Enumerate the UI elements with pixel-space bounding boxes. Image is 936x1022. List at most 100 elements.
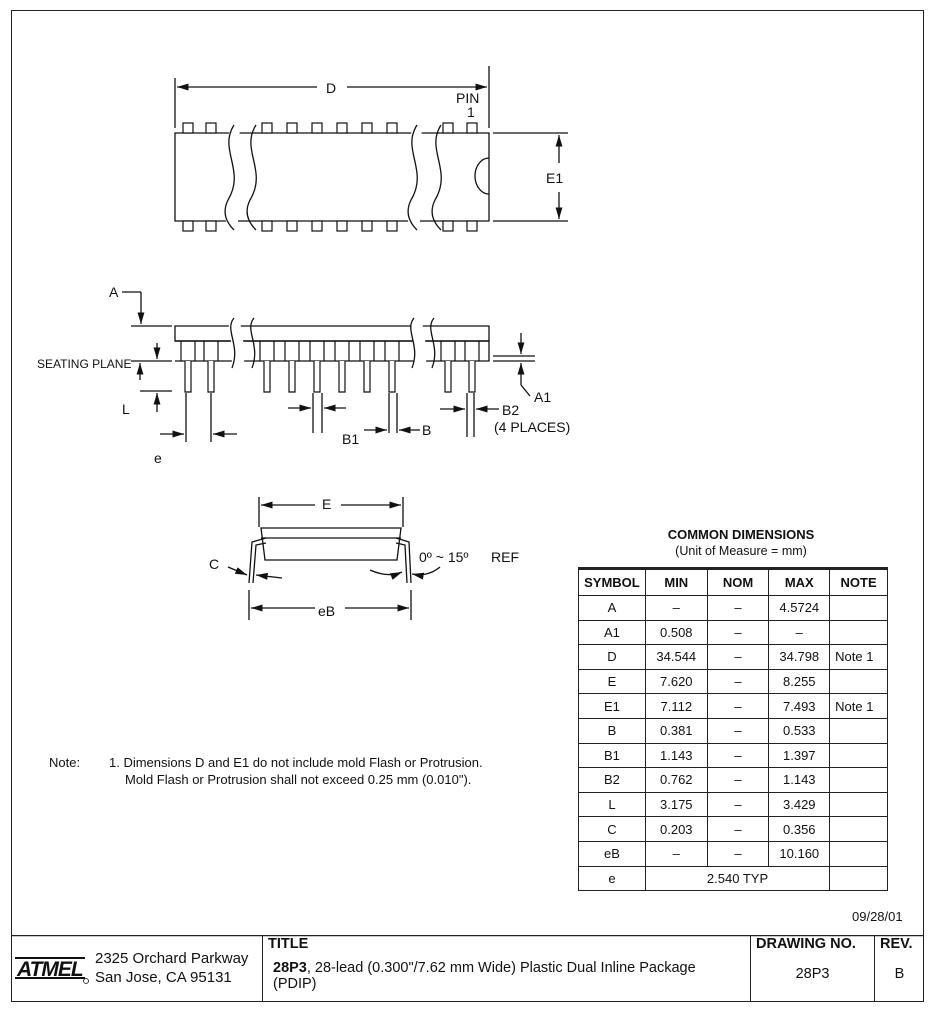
- cell-note: Note 1: [829, 693, 888, 719]
- cell-symbol: D: [578, 644, 646, 670]
- cell-note: [829, 619, 888, 646]
- label-angle: 0º ~ 15º: [419, 549, 469, 565]
- cell-symbol: L: [578, 791, 646, 818]
- cell-symbol: E: [578, 668, 646, 695]
- top-pin: [336, 220, 348, 232]
- table-row: eB––10.160: [578, 840, 888, 867]
- cell-symbol: A1: [578, 619, 646, 646]
- lead-tip: [338, 361, 346, 393]
- label-d: D: [326, 80, 336, 96]
- label-a1: A1: [534, 389, 551, 405]
- note-line-1: 1. Dimensions D and E1 do not include mo…: [109, 755, 483, 770]
- drawing-number: 28P3: [795, 966, 830, 982]
- top-pin: [182, 220, 194, 232]
- lead-shoulder: [464, 341, 480, 361]
- cell-symbol: e: [578, 865, 646, 892]
- cell-symbol: B1: [578, 742, 646, 769]
- label-pin-number: 1: [467, 104, 475, 120]
- revision-header: REV.: [880, 936, 913, 952]
- cell-nom: –: [706, 742, 770, 769]
- label-b1: B1: [342, 431, 359, 447]
- lead-tip: [207, 361, 215, 393]
- top-pin: [442, 220, 454, 232]
- cell-symbol: eB: [578, 840, 646, 867]
- top-pin: [286, 122, 298, 134]
- lead-shoulder: [180, 341, 196, 361]
- cell-max: 8.255: [768, 668, 831, 695]
- cell-symbol: B2: [578, 767, 646, 793]
- label-b2: B2: [502, 402, 519, 418]
- header-min: MIN: [644, 567, 708, 596]
- header-symbol: SYMBOL: [578, 567, 646, 596]
- top-pin: [466, 220, 478, 232]
- drawing-date: 09/28/01: [852, 909, 903, 924]
- top-pin: [336, 122, 348, 134]
- cell-note: Note 1: [829, 644, 888, 670]
- cell-nom: –: [706, 668, 770, 695]
- dimensions-caption: COMMON DIMENSIONS (Unit of Measure = mm): [578, 527, 904, 558]
- title-cell: TITLE 28P3, 28-lead (0.300"/7.62 mm Wide…: [262, 935, 750, 1002]
- note-label: Note:: [49, 755, 81, 770]
- cell-min: 0.203: [644, 816, 708, 842]
- lead-tip: [184, 361, 192, 393]
- logo-text: ATMEL: [16, 958, 83, 981]
- top-pin: [386, 122, 398, 134]
- lead-tip: [313, 361, 321, 393]
- cell-min: 34.544: [644, 644, 708, 670]
- cell-nom: –: [706, 840, 770, 867]
- cell-note: [829, 717, 888, 744]
- lead-shoulder: [440, 341, 456, 361]
- title-block: ATMEL 2325 Orchard Parkway San Jose, CA …: [11, 935, 924, 1002]
- header-note: NOTE: [829, 567, 888, 596]
- lead-tip: [388, 361, 396, 393]
- company-cell: ATMEL 2325 Orchard Parkway San Jose, CA …: [11, 935, 262, 1002]
- end-view: [227, 497, 441, 620]
- cell-typ: 2.540 TYP: [644, 865, 831, 892]
- cell-note: [829, 791, 888, 818]
- lead-tip: [444, 361, 452, 393]
- top-pin: [311, 122, 323, 134]
- cell-note: [829, 595, 888, 621]
- cell-max: 4.5724: [768, 595, 831, 621]
- label-e-width: E: [322, 496, 331, 512]
- dimensions-subtitle: (Unit of Measure = mm): [675, 544, 807, 558]
- cell-nom: –: [706, 619, 770, 646]
- cell-nom: –: [706, 717, 770, 744]
- lead-shoulder: [359, 341, 375, 361]
- drawing-number-cell: DRAWING NO. 28P3: [750, 935, 874, 1002]
- title-header: TITLE: [268, 936, 309, 952]
- lead-shoulder: [284, 341, 300, 361]
- top-pin: [205, 122, 217, 134]
- label-l: L: [122, 401, 130, 417]
- lead-shoulder: [203, 341, 219, 361]
- cell-nom: –: [706, 816, 770, 842]
- cell-note: [829, 840, 888, 867]
- lead-tip: [363, 361, 371, 393]
- cell-max: 10.160: [768, 840, 831, 867]
- cell-symbol: A: [578, 595, 646, 621]
- cell-symbol: C: [578, 816, 646, 842]
- top-pin: [386, 220, 398, 232]
- label-eb: eB: [318, 603, 335, 619]
- cell-note: [829, 865, 888, 892]
- cell-note: [829, 816, 888, 842]
- lead-shoulder: [259, 341, 275, 361]
- cell-min: –: [644, 840, 708, 867]
- table-header-row: SYMBOL MIN NOM MAX NOTE: [578, 567, 888, 596]
- drawing-sheet: [11, 10, 924, 1002]
- cell-min: 0.381: [644, 717, 708, 744]
- cell-nom: –: [706, 791, 770, 818]
- cell-nom: –: [706, 767, 770, 793]
- lead-tip: [288, 361, 296, 393]
- top-view: [174, 66, 568, 234]
- table-row: A––4.5724: [578, 595, 888, 621]
